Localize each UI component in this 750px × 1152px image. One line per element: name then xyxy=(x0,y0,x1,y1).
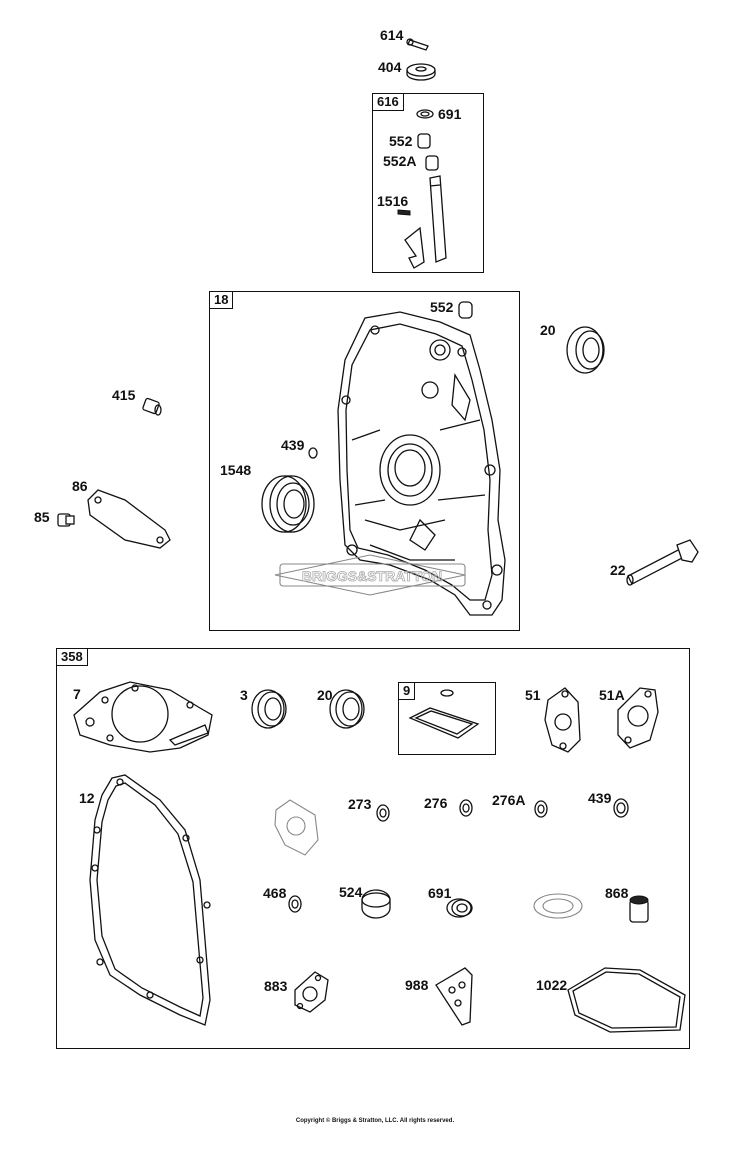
washer-404-drawing xyxy=(406,63,436,81)
copyright-notice: Copyright © Briggs & Stratton, LLC. All … xyxy=(295,1118,455,1124)
callout-404: 404 xyxy=(378,59,402,75)
o-ring-273-drawing xyxy=(376,804,390,822)
frame-9 xyxy=(398,682,496,755)
seal-3-drawing xyxy=(251,689,287,729)
callout-524: 524 xyxy=(339,884,363,900)
crankcase-cover-drawing xyxy=(337,311,506,616)
o-ring-276A-drawing xyxy=(534,800,548,818)
o-ring-439-drawing xyxy=(308,447,318,459)
callout-22: 22 xyxy=(610,562,626,578)
frame-616 xyxy=(372,93,484,273)
gasket-883-drawing xyxy=(294,971,329,1013)
seal-20-gasket-set-drawing xyxy=(329,689,365,729)
o-ring-439-gasket-set-drawing xyxy=(613,798,629,818)
gasket-51A-drawing xyxy=(617,687,659,749)
cotter-pin-614-drawing xyxy=(406,38,429,51)
callout-868: 868 xyxy=(605,885,629,901)
box-label-616: 616 xyxy=(372,93,404,111)
callout-85: 85 xyxy=(34,509,50,525)
head-gasket-7-drawing xyxy=(73,681,213,753)
plug-524-drawing xyxy=(361,889,391,919)
crankcase-gasket-12-drawing xyxy=(89,774,211,1026)
bolt-22-drawing xyxy=(626,539,699,586)
plate-988-drawing xyxy=(435,967,473,1026)
cover-plate-86-drawing xyxy=(87,489,171,549)
fitting-415-drawing xyxy=(142,397,162,416)
callout-415: 415 xyxy=(112,387,136,403)
callout-276: 276 xyxy=(424,795,448,811)
callout-20-set: 20 xyxy=(317,687,333,703)
gasket-9-drawing xyxy=(408,689,480,739)
callout-468: 468 xyxy=(263,885,287,901)
box-label-358: 358 xyxy=(56,648,88,666)
callout-7: 7 xyxy=(73,686,81,702)
callout-1516: 1516 xyxy=(377,193,409,209)
callout-3: 3 xyxy=(240,687,248,703)
ring-unlabeled-drawing xyxy=(533,893,583,919)
o-ring-468-drawing xyxy=(288,895,302,913)
callout-439-cover: 439 xyxy=(281,437,305,453)
callout-552-cover: 552 xyxy=(430,299,454,315)
callout-614: 614 xyxy=(380,27,404,43)
callout-20-top: 20 xyxy=(540,322,556,338)
callout-276A: 276A xyxy=(492,792,526,808)
callout-883: 883 xyxy=(264,978,288,994)
bearing-1548-drawing xyxy=(261,475,315,533)
callout-439-set: 439 xyxy=(588,790,612,806)
gasket-51-drawing xyxy=(544,687,581,753)
callout-691-top: 691 xyxy=(438,106,462,122)
callout-988: 988 xyxy=(405,977,429,993)
oil-seal-20-drawing xyxy=(566,326,605,374)
seal-691-drawing xyxy=(446,898,473,918)
screw-85-drawing xyxy=(57,513,75,527)
gasket-unlabeled-drawing xyxy=(274,799,319,856)
callout-1548: 1548 xyxy=(220,462,252,478)
gasket-1022-drawing xyxy=(567,967,686,1033)
bushing-552-drawing xyxy=(458,301,473,319)
watermark-text: BRIGGS&STRATTON xyxy=(302,568,442,584)
valve-seal-868-drawing xyxy=(629,895,649,923)
frame-18 xyxy=(209,291,520,631)
frame-358 xyxy=(56,648,690,1049)
callout-12: 12 xyxy=(79,790,95,806)
governor-shaft-assembly-drawing xyxy=(397,109,447,269)
callout-1022: 1022 xyxy=(536,977,568,993)
callout-691-set: 691 xyxy=(428,885,452,901)
o-ring-276-drawing xyxy=(459,799,473,817)
callout-51A: 51A xyxy=(599,687,625,703)
callout-552-top: 552 xyxy=(389,133,413,149)
callout-273: 273 xyxy=(348,796,372,812)
callout-86: 86 xyxy=(72,478,88,494)
brand-watermark: BRIGGS&STRATTON xyxy=(274,554,466,596)
box-label-18: 18 xyxy=(209,291,234,309)
box-label-9: 9 xyxy=(398,682,416,700)
callout-51: 51 xyxy=(525,687,541,703)
callout-552A: 552A xyxy=(383,153,417,169)
